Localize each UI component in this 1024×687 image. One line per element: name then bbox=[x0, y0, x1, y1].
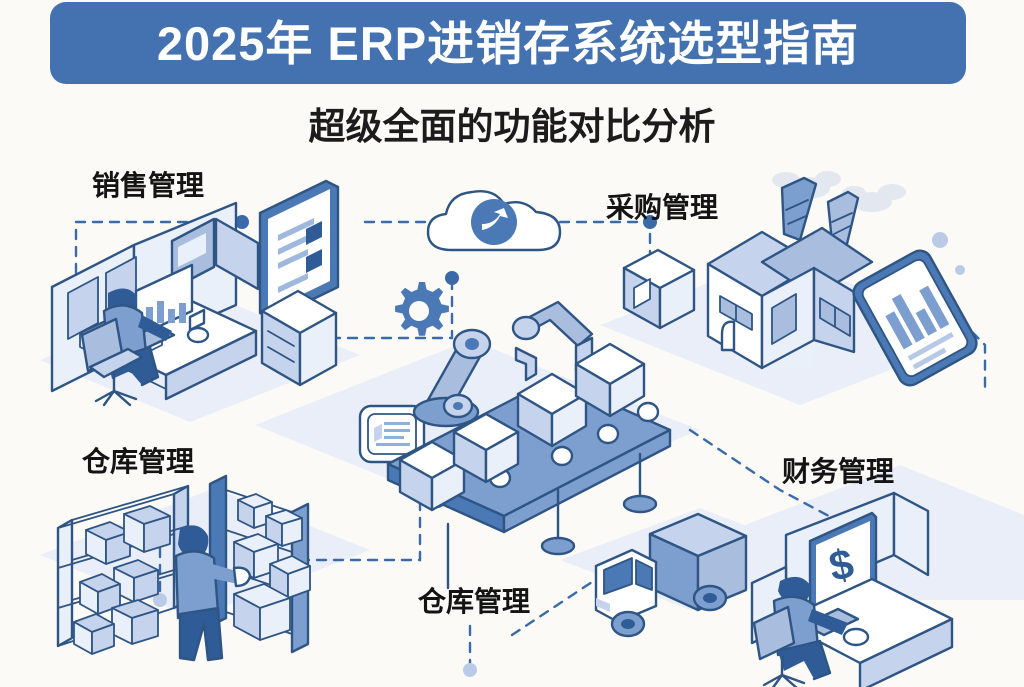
purchase-scene bbox=[610, 171, 1024, 400]
sidebar-item-label-sales: 销售管理 bbox=[92, 170, 205, 201]
filing-cabinet bbox=[260, 289, 338, 387]
factory-building bbox=[706, 226, 874, 370]
warehouse-scene bbox=[48, 472, 348, 672]
sidebar-item-label-warehouse: 仓库管理 bbox=[82, 446, 195, 477]
gear-icon bbox=[388, 280, 450, 342]
tablet-bars bbox=[885, 285, 950, 350]
document-card-icon bbox=[358, 404, 426, 464]
sidebar-item-label-purchase: 采购管理 bbox=[606, 192, 719, 223]
conveyor-production-line bbox=[340, 288, 700, 590]
desk bbox=[778, 577, 954, 687]
office-chair bbox=[752, 605, 806, 687]
sidebar-item-label-logistics: 仓库管理 bbox=[418, 586, 531, 617]
delivery-truck-icon bbox=[580, 510, 760, 660]
office-chair bbox=[80, 317, 144, 407]
warehouse-worker bbox=[174, 525, 252, 662]
conveyor-legs bbox=[446, 452, 658, 590]
robotic-arm-left bbox=[412, 328, 492, 428]
page-title: 2025年 ERP进销存系统选型指南 bbox=[156, 16, 860, 70]
finance-scene: $ bbox=[750, 491, 1024, 687]
shelf-rack-right bbox=[208, 474, 311, 654]
sales-scene bbox=[46, 179, 376, 410]
title-banner: 2025年 ERP进销存系统选型指南 bbox=[50, 2, 966, 84]
report-panel bbox=[258, 179, 340, 321]
bar-chart-bars bbox=[146, 301, 186, 323]
shelf-rack-left bbox=[56, 484, 190, 655]
cloud-icon bbox=[424, 188, 572, 260]
boxes-on-belt bbox=[398, 342, 646, 512]
page-subtitle: 超级全面的功能对比分析 bbox=[308, 106, 716, 147]
tablet-bar-chart bbox=[852, 249, 978, 387]
package-box bbox=[622, 248, 696, 330]
sidebar-item-label-finance: 财务管理 bbox=[782, 456, 895, 487]
